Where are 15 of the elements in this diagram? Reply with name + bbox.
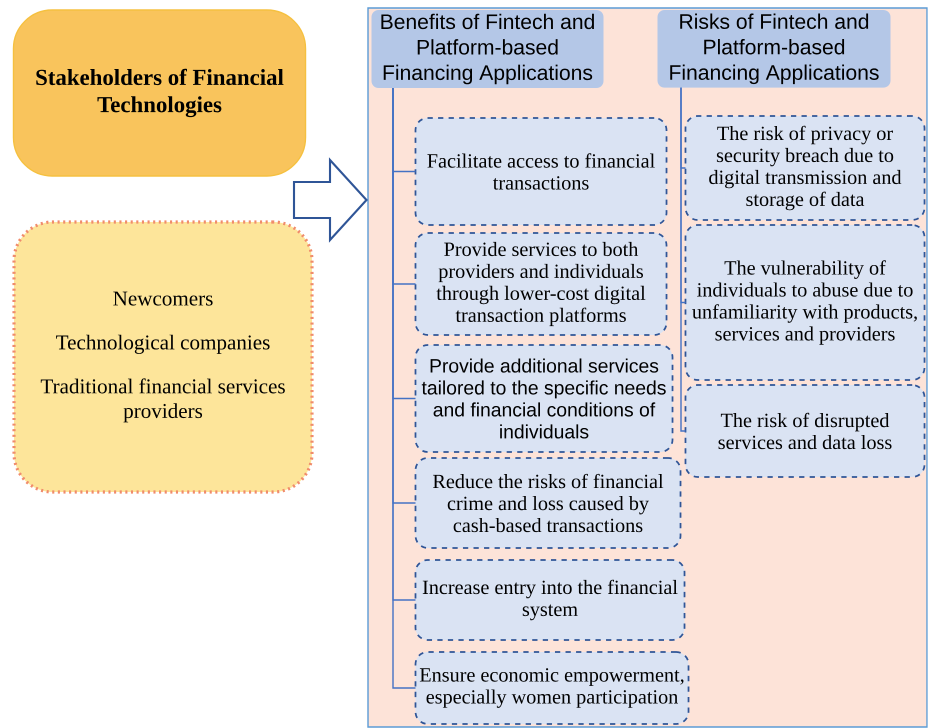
header-box: Benefits of Fintech and Platform-based Financing Applications: [372, 10, 604, 88]
benefit-box: Increase entry into the financial system: [414, 559, 686, 641]
stakeholder-box: Stakeholders of Financial Technologies: [12, 9, 306, 177]
risk-box: The vulnerability of individuals to abuse due to unfamiliarity with products, services and providers: [684, 224, 926, 381]
benefit-box: Provide services to both providers and individuals through lower-cost digital transaction platforms: [414, 232, 668, 336]
benefit-box: Ensure economic empowerment, especially women participation: [414, 651, 690, 725]
benefit-box: Provide additional services tailored to the specific needs and financial conditions of individuals: [414, 344, 674, 453]
risk-box: The risk of disrupted services and data loss: [684, 384, 926, 478]
benefit-box: Facilitate access to financial transactions: [414, 117, 668, 226]
connector-line: [680, 88, 686, 432]
stakeholder-list-box: Newcomers Technological companies Traditional financial services providers: [12, 220, 314, 494]
block-arrow: [292, 157, 368, 243]
benefit-box: Reduce the risks of financial crime and loss caused by cash-based transactions: [414, 457, 682, 549]
header-box: Risks of Fintech and Platform-based Financing Applications: [658, 10, 891, 88]
risk-box: The risk of privacy or security breach due to digital transmission and storage of data: [684, 115, 926, 221]
